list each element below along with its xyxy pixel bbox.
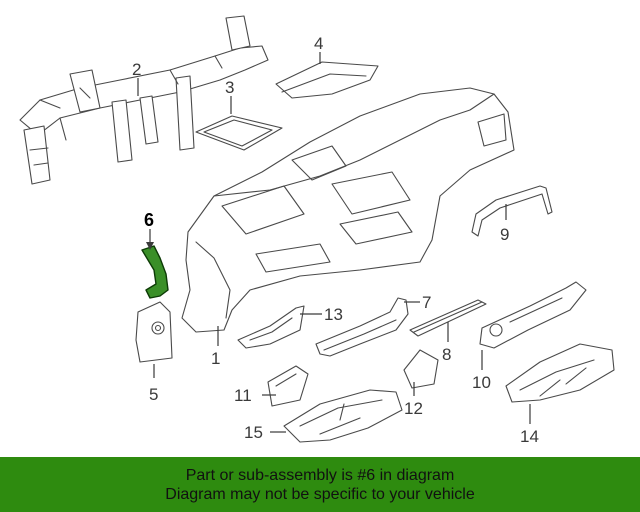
part-8-strip bbox=[409, 299, 487, 337]
leader-lines bbox=[137, 52, 531, 433]
banner-line-part-info: Part or sub-assembly is #6 in diagram bbox=[185, 466, 455, 484]
part-13-bracket bbox=[237, 305, 305, 349]
part-5-pillar-trim bbox=[135, 301, 173, 363]
callout-7: 7 bbox=[422, 293, 431, 312]
callout-4: 4 bbox=[314, 34, 323, 53]
part-6-trim-highlighted bbox=[141, 245, 169, 299]
part-12-bracket bbox=[403, 349, 439, 389]
callout-labels: 1 2 3 4 5 6 7 8 9 10 11 12 13 14 15 bbox=[132, 34, 539, 446]
part-11-glovebox-trim bbox=[267, 365, 309, 407]
part-2-support-beam bbox=[19, 15, 269, 185]
callout-10: 10 bbox=[472, 373, 491, 392]
callout-3: 3 bbox=[225, 78, 234, 97]
callout-6: 6 bbox=[144, 210, 154, 230]
part-14-lower-frame bbox=[505, 343, 615, 403]
callout-1: 1 bbox=[211, 349, 220, 368]
callout-11: 11 bbox=[234, 386, 252, 405]
banner-line-disclaimer: Diagram may not be specific to your vehi… bbox=[165, 485, 475, 503]
callout-8: 8 bbox=[442, 345, 451, 364]
part-7-trim-strip bbox=[315, 297, 409, 357]
part-1-instrument-panel bbox=[181, 87, 515, 333]
part-3-cover bbox=[195, 115, 283, 151]
callout-2: 2 bbox=[132, 60, 141, 79]
part-9-arc-trim bbox=[471, 185, 553, 237]
part-10-right-panel bbox=[479, 281, 587, 349]
callout-12: 12 bbox=[404, 399, 423, 418]
callout-15: 15 bbox=[244, 423, 263, 442]
part-4-grille bbox=[275, 61, 379, 99]
exploded-dashboard-diagram: 1 2 3 4 5 6 7 8 9 10 11 12 13 14 15 bbox=[19, 15, 615, 446]
part-15-floor-bracket bbox=[283, 389, 403, 443]
callout-5: 5 bbox=[149, 385, 158, 404]
callout-14: 14 bbox=[520, 427, 539, 446]
callout-9: 9 bbox=[500, 225, 509, 244]
disclaimer-banner: Part or sub-assembly is #6 in diagram Di… bbox=[0, 457, 640, 512]
callout-13: 13 bbox=[324, 305, 343, 324]
